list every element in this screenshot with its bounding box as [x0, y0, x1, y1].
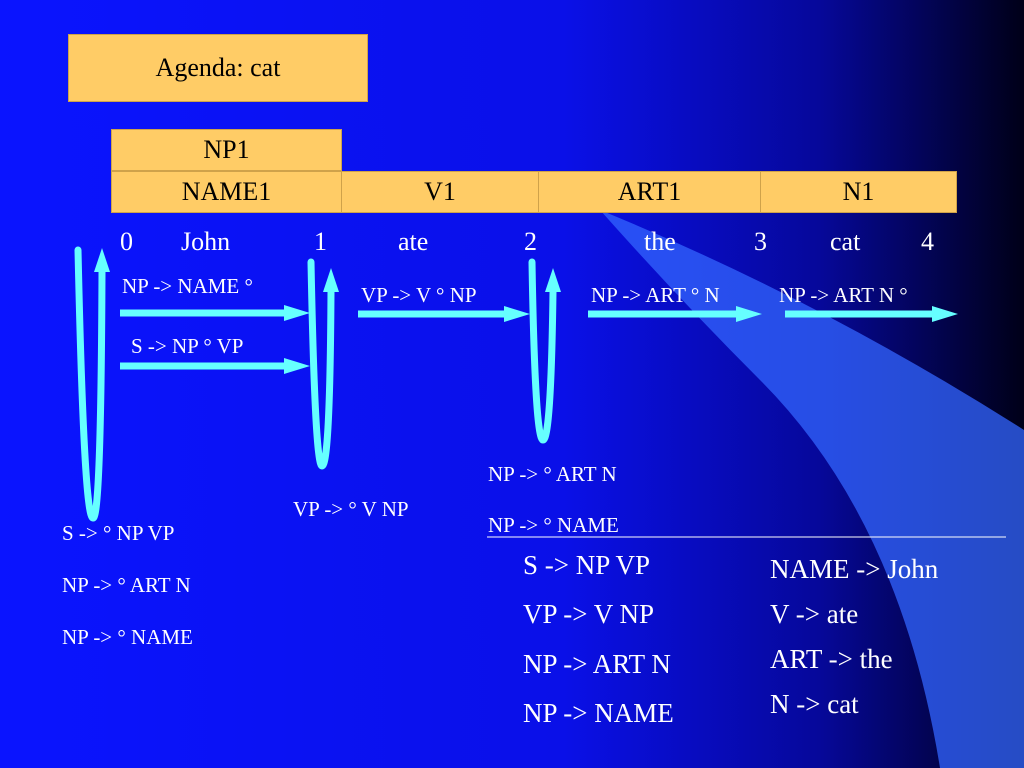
active-arc-s-np-vp	[120, 358, 310, 374]
chart-cell-v1: V1	[341, 171, 539, 213]
chart-cell-name1: NAME1	[111, 171, 342, 213]
decorative-swoosh	[600, 210, 1024, 768]
agenda-label: Agenda: cat	[155, 53, 281, 82]
active-arc-vp-v-np	[358, 306, 530, 322]
position-2: 2	[524, 227, 537, 256]
chart-cell-n1: N1	[760, 171, 957, 213]
loop-label-pos0-s: S -> ° NP VP	[62, 521, 175, 545]
arc-label-np-art-n: NP -> ART ° N	[591, 283, 720, 307]
word-john: John	[181, 227, 231, 256]
chart-cell-np1: NP1	[111, 129, 342, 171]
loop-label-pos0-np-art: NP -> ° ART N	[62, 573, 191, 597]
lexicon-art-the: ART -> the	[770, 644, 893, 674]
position-3: 3	[754, 227, 767, 256]
active-arc-np-art-n-done	[785, 306, 958, 322]
grammar-rule-vp: VP -> V NP	[523, 599, 655, 629]
active-arc-np-name-done	[120, 305, 310, 321]
lexicon-name-john: NAME -> John	[770, 554, 939, 584]
grammar-rule-np-name: NP -> NAME	[523, 698, 674, 728]
loop-label-pos2-np-art: NP -> ° ART N	[488, 462, 617, 486]
word-cat: cat	[830, 227, 861, 256]
agenda-box: Agenda: cat	[68, 34, 368, 102]
loop-label-pos1-vp: VP -> ° V NP	[293, 497, 409, 521]
position-1: 1	[314, 227, 327, 256]
loop-arc-position-0	[74, 246, 110, 522]
loop-arc-position-2	[528, 258, 561, 444]
word-ate: ate	[398, 227, 429, 256]
arc-label-s-np-vp: S -> NP ° VP	[131, 334, 244, 358]
lexicon-n-cat: N -> cat	[770, 689, 859, 719]
loop-arc-position-1	[307, 258, 339, 470]
loop-label-pos2-np-name: NP -> ° NAME	[488, 513, 619, 537]
arc-label-vp-v-np: VP -> V ° NP	[361, 283, 477, 307]
position-0: 0	[120, 227, 133, 256]
position-4: 4	[921, 227, 934, 256]
chart-cell-art1: ART1	[538, 171, 761, 213]
word-the: the	[644, 227, 676, 256]
grammar-rule-np-art: NP -> ART N	[523, 649, 671, 679]
arc-label-np-name-done: NP -> NAME °	[122, 274, 253, 298]
lexicon-v-ate: V -> ate	[770, 599, 859, 629]
arc-label-np-art-n-done: NP -> ART N °	[779, 283, 908, 307]
active-arc-np-art-n	[588, 306, 762, 322]
loop-label-pos0-np-name: NP -> ° NAME	[62, 625, 193, 649]
grammar-rule-s: S -> NP VP	[523, 550, 651, 580]
